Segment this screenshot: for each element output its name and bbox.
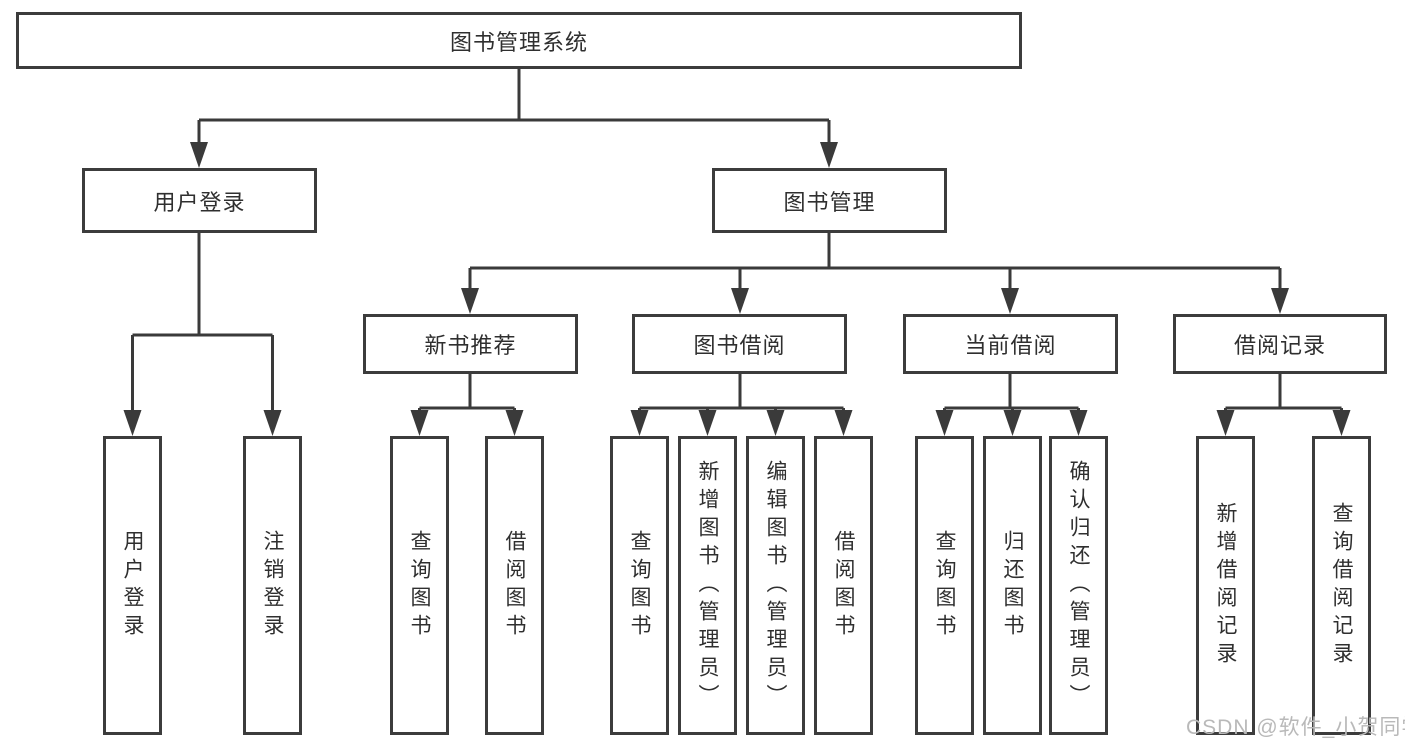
node-new-book-recommendation: 新书推荐 <box>363 314 578 374</box>
connector-level3-to-leaves <box>418 374 1343 414</box>
leaf-label: 查询图书 <box>628 529 651 642</box>
node-label: 新书推荐 <box>424 333 517 358</box>
node-label: 借阅记录 <box>1233 333 1326 358</box>
csdn-watermark: CSDN @软件_小贺同学 <box>1186 716 1405 739</box>
leaf-edit-book-admin: 编辑图书（管理员） <box>746 436 805 735</box>
leaf-confirm-return-admin: 确认归还（管理员） <box>1049 436 1108 735</box>
leaf-borrow-books-borrowing: 借阅图书 <box>814 436 873 735</box>
node-borrowing-records: 借阅记录 <box>1173 314 1387 374</box>
node-label: 当前借阅 <box>964 333 1057 358</box>
leaf-label: 用户登录 <box>121 529 144 642</box>
arrowheads <box>123 142 1351 436</box>
node-book-borrowing: 图书借阅 <box>632 314 847 374</box>
leaf-add-borrow-record: 新增借阅记录 <box>1196 436 1255 735</box>
connector-book-mgmt-to-level3 <box>468 233 1282 292</box>
leaf-query-borrow-record: 查询借阅记录 <box>1312 436 1371 735</box>
leaf-label: 借阅图书 <box>832 529 855 642</box>
leaf-query-books-current: 查询图书 <box>915 436 974 735</box>
leaf-logout-login: 注销登录 <box>243 436 302 735</box>
node-user-login: 用户登录 <box>82 168 317 233</box>
node-book-management: 图书管理 <box>712 168 947 233</box>
connector-user-login-children <box>131 233 274 414</box>
leaf-label: 归还图书 <box>1001 529 1024 642</box>
leaf-query-books-borrowing: 查询图书 <box>610 436 669 735</box>
leaf-return-book: 归还图书 <box>983 436 1042 735</box>
leaf-label: 新增图书（管理员） <box>696 459 719 712</box>
node-library-management-system: 图书管理系统 <box>16 12 1022 69</box>
node-label: 用户登录 <box>153 189 246 215</box>
leaf-label: 借阅图书 <box>503 529 526 642</box>
node-label: 图书管理 <box>783 189 876 215</box>
leaf-borrow-books-newbook: 借阅图书 <box>485 436 544 735</box>
leaf-query-books-newbook: 查询图书 <box>390 436 449 735</box>
leaf-label: 新增借阅记录 <box>1214 501 1237 670</box>
leaf-label: 注销登录 <box>261 529 284 642</box>
node-current-borrowing: 当前借阅 <box>903 314 1118 374</box>
leaf-label: 查询图书 <box>408 529 431 642</box>
leaf-label: 查询借阅记录 <box>1330 501 1353 670</box>
leaf-label: 编辑图书（管理员） <box>764 459 787 712</box>
node-label: 图书借阅 <box>693 333 786 358</box>
leaf-label: 确认归还（管理员） <box>1067 459 1090 712</box>
connector-root-to-level2 <box>197 69 831 146</box>
leaf-add-book-admin: 新增图书（管理员） <box>678 436 737 735</box>
leaf-label: 查询图书 <box>933 529 956 642</box>
node-label: 图书管理系统 <box>449 29 588 55</box>
leaf-user-login: 用户登录 <box>103 436 162 735</box>
